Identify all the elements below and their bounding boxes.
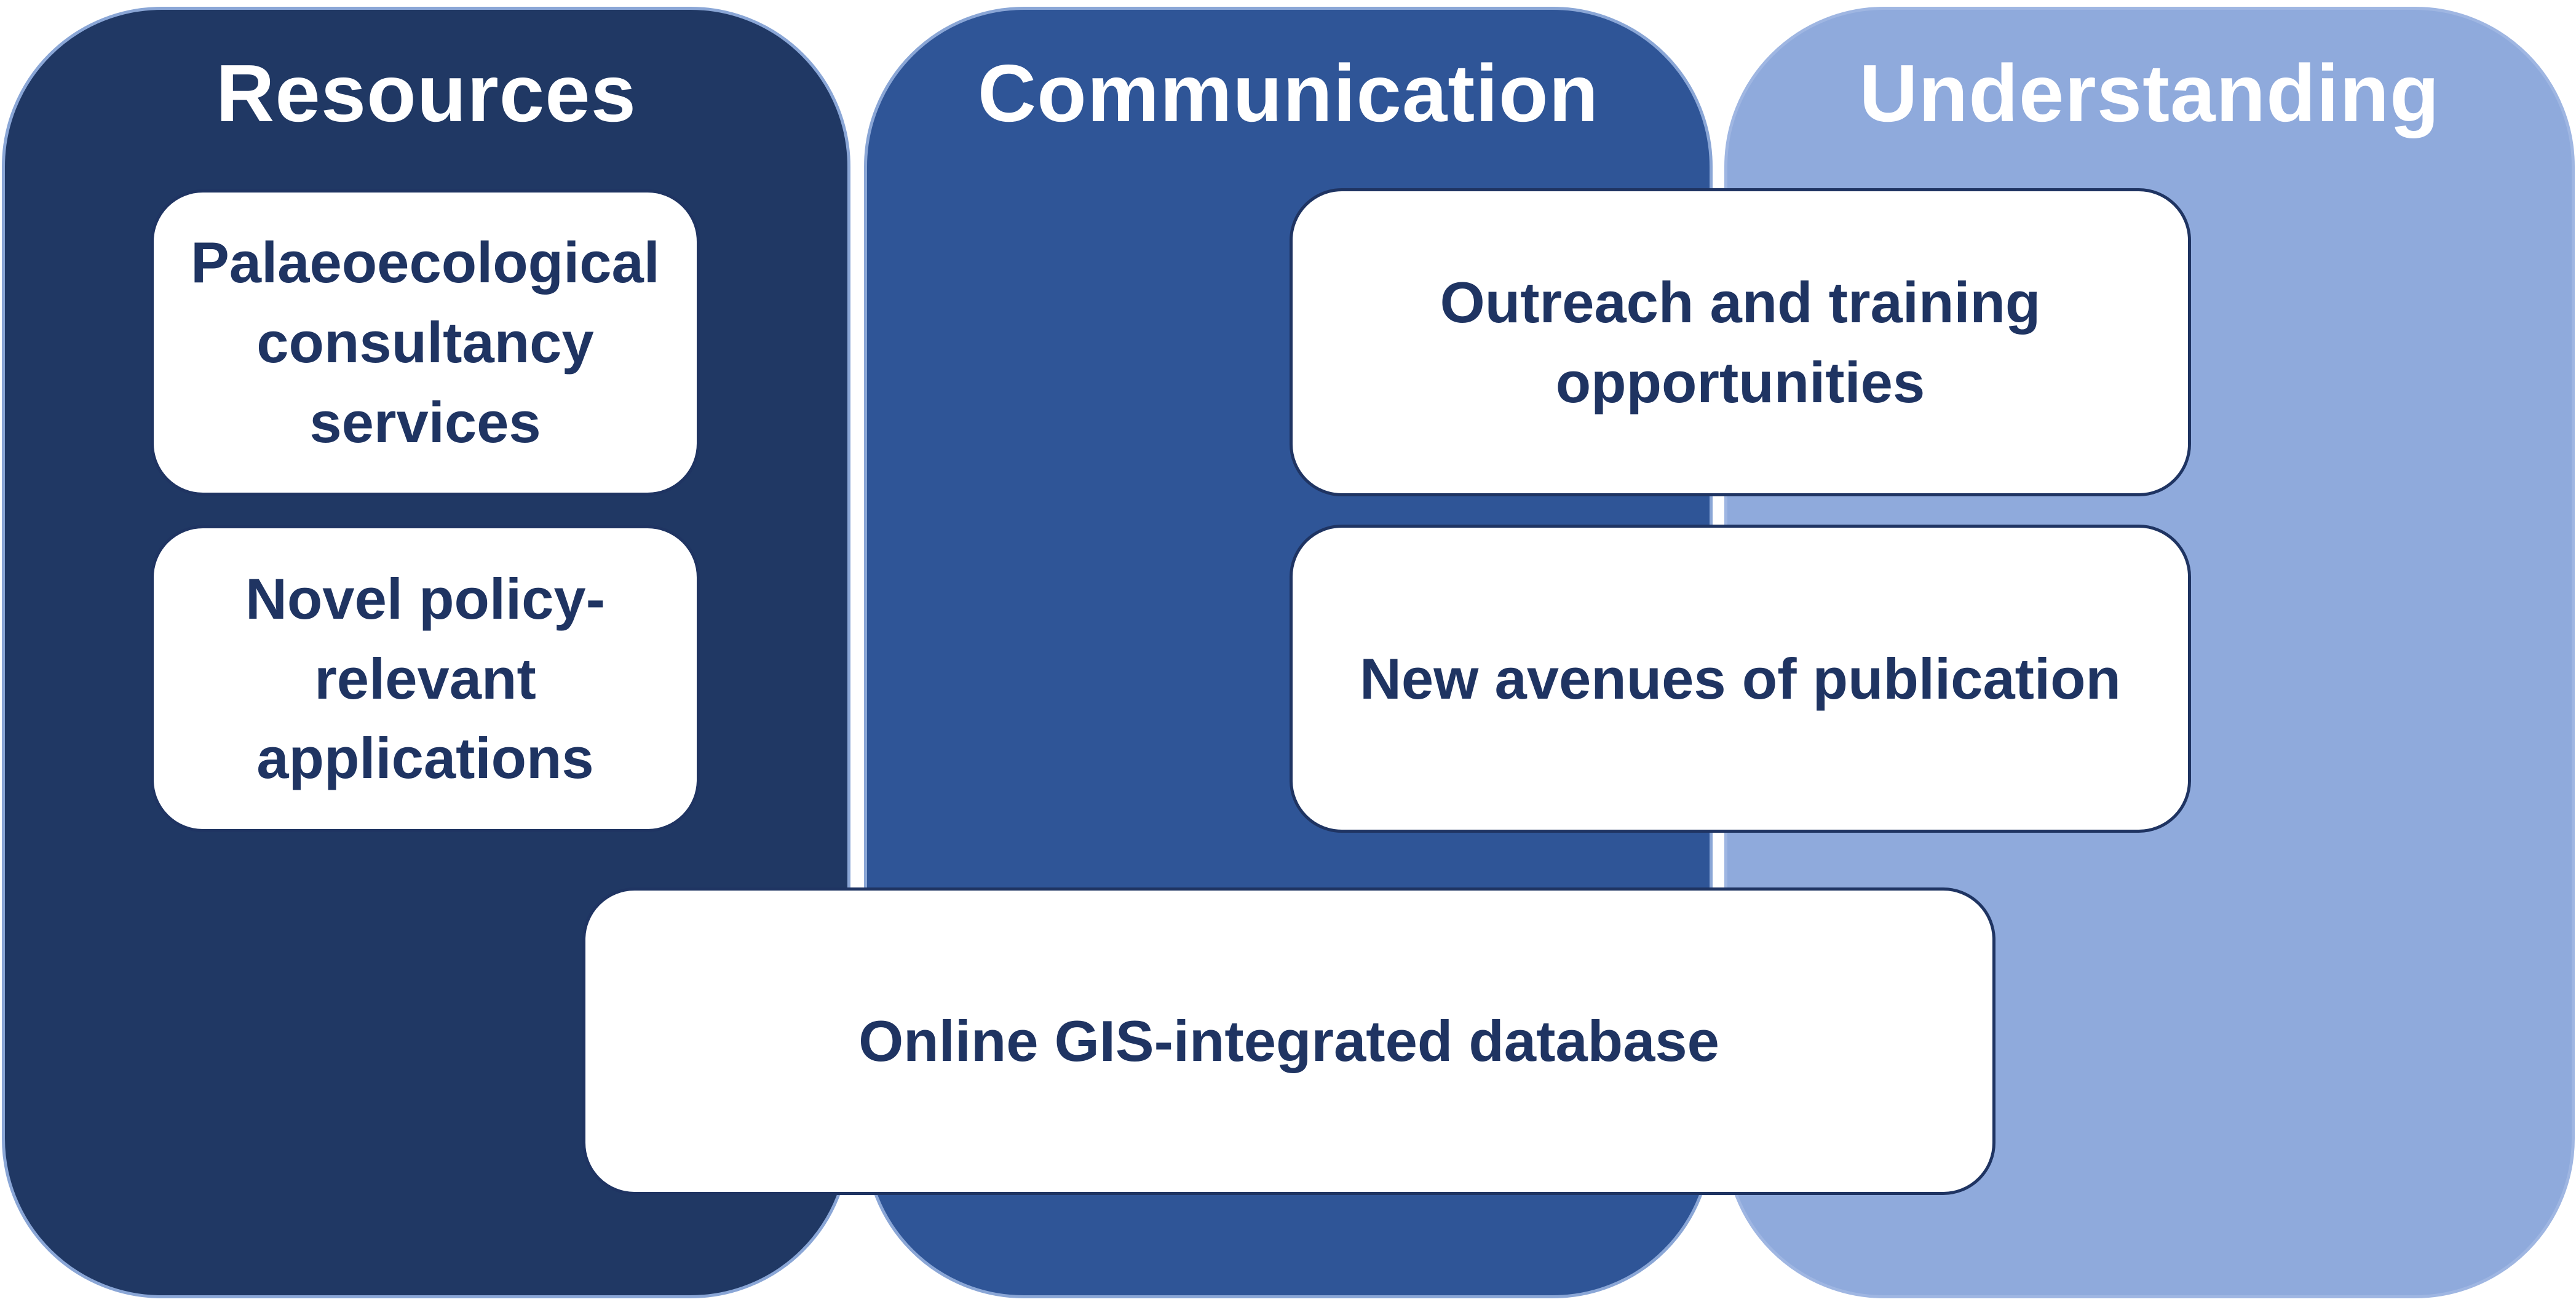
box-online-gis-database: Online GIS-integrated database <box>582 887 1995 1195</box>
box-label: Online GIS-integrated database <box>858 1009 1719 1074</box>
column-title-understanding: Understanding <box>1859 48 2440 138</box>
box-policy-applications: Novel policy-relevant applications <box>151 525 700 832</box>
box-outreach-training: Outreach and training opportunities <box>1290 188 2191 496</box>
box-label: Novel policy-relevant applications <box>245 566 606 791</box>
column-title-communication: Communication <box>977 48 1599 138</box>
box-new-publication-avenues: New avenues of publication <box>1290 525 2191 833</box>
box-label: New avenues of publication <box>1360 646 2121 711</box>
box-label: Palaeoecological consultancy services <box>191 230 660 455</box>
box-consultancy-services: Palaeoecological consultancy services <box>151 189 700 496</box>
column-title-resources: Resources <box>215 48 637 138</box>
box-label: Outreach and training opportunities <box>1440 269 2041 415</box>
